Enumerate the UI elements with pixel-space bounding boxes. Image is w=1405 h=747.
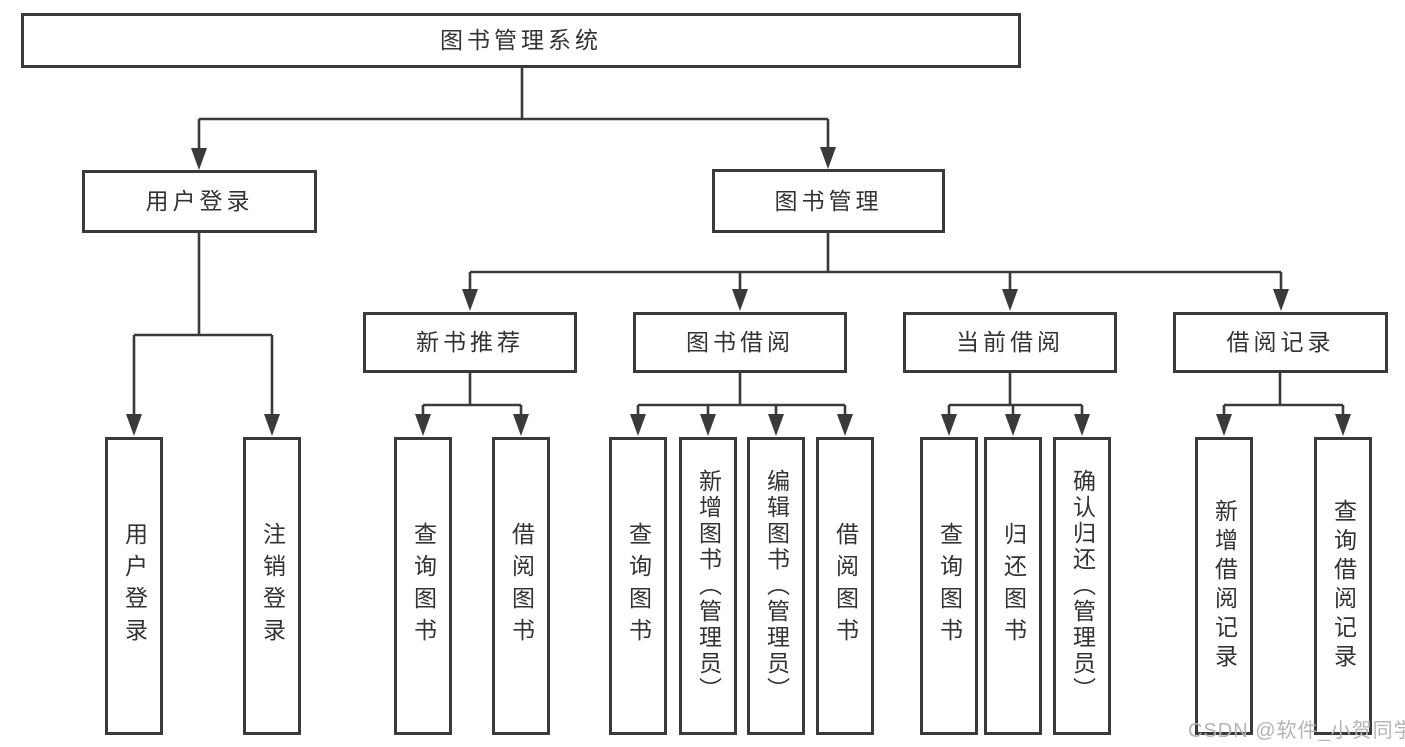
leaf-return-book: 归还图书 <box>984 437 1042 735</box>
leaf-recommend-borrow-book: 借阅图书 <box>492 437 550 735</box>
leaf-recommend-query-book-label: 查询图书 <box>410 522 437 650</box>
leaf-borrow-query-book: 查询图书 <box>609 437 667 735</box>
connector-book-borrow-to-leaves <box>630 373 853 436</box>
connector-user-login-to-leaves <box>126 233 280 436</box>
node-new-book-recommend: 新书推荐 <box>363 312 577 373</box>
leaf-confirm-return-admin: 确认归还（管理员） <box>1053 437 1111 735</box>
connector-current-borrow-to-leaves <box>941 373 1090 436</box>
leaf-borrow-query-book-label: 查询图书 <box>625 522 652 650</box>
node-borrow-record: 借阅记录 <box>1173 312 1388 373</box>
leaf-add-book-admin-label: 新增图书（管理员） <box>695 469 722 703</box>
node-current-borrow-label: 当前借阅 <box>956 329 1064 355</box>
leaf-borrow-book-label: 借阅图书 <box>832 522 859 650</box>
leaf-confirm-return-admin-label: 确认归还（管理员） <box>1069 469 1096 703</box>
leaf-query-borrow-record: 查询借阅记录 <box>1314 437 1372 735</box>
node-book-borrow: 图书借阅 <box>633 312 847 373</box>
node-book-management-label: 图书管理 <box>774 187 883 214</box>
node-user-login: 用户登录 <box>82 170 317 233</box>
leaf-user-login-label: 用户登录 <box>121 522 148 650</box>
leaf-current-query-book: 查询图书 <box>920 437 978 735</box>
leaf-edit-book-admin-label: 编辑图书（管理员） <box>763 469 790 703</box>
node-library-management-system-label: 图书管理系统 <box>440 27 602 53</box>
node-current-borrow: 当前借阅 <box>903 312 1117 373</box>
node-library-management-system: 图书管理系统 <box>21 13 1021 68</box>
node-book-borrow-label: 图书借阅 <box>686 329 794 355</box>
leaf-recommend-borrow-book-label: 借阅图书 <box>508 522 535 650</box>
leaf-edit-book-admin: 编辑图书（管理员） <box>747 437 805 735</box>
csdn-watermark: CSDN @软件_小贺同学 <box>1188 720 1405 742</box>
node-new-book-recommend-label: 新书推荐 <box>416 329 524 355</box>
leaf-add-book-admin: 新增图书（管理员） <box>679 437 737 735</box>
leaf-borrow-book: 借阅图书 <box>816 437 874 735</box>
leaf-add-borrow-record-label: 新增借阅记录 <box>1211 499 1238 673</box>
leaf-recommend-query-book: 查询图书 <box>394 437 452 735</box>
leaf-query-borrow-record-label: 查询借阅记录 <box>1330 499 1357 673</box>
connector-book-management-to-level3 <box>462 233 1289 311</box>
leaf-user-login: 用户登录 <box>105 437 163 735</box>
node-user-login-label: 用户登录 <box>145 188 254 214</box>
connector-root-to-level2 <box>191 68 836 170</box>
connector-borrow-record-to-leaves <box>1216 373 1351 436</box>
leaf-return-book-label: 归还图书 <box>1000 522 1027 650</box>
leaf-logout: 注销登录 <box>243 437 301 735</box>
node-borrow-record-label: 借阅记录 <box>1226 329 1335 355</box>
node-book-management: 图书管理 <box>712 169 945 233</box>
connector-new-book-recommend-to-leaves <box>415 373 529 436</box>
leaf-logout-label: 注销登录 <box>259 522 286 650</box>
leaf-current-query-book-label: 查询图书 <box>936 522 963 650</box>
leaf-add-borrow-record: 新增借阅记录 <box>1195 437 1253 735</box>
